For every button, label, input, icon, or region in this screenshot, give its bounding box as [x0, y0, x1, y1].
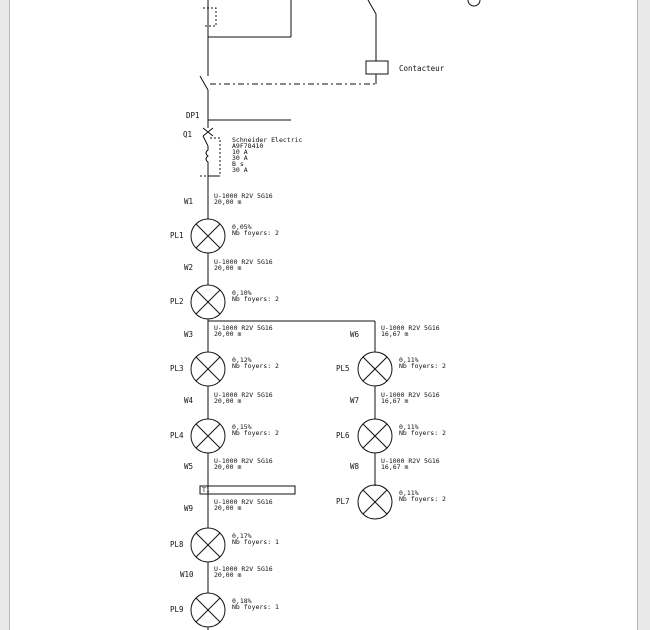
lamp-pl7[interactable]: [357, 484, 393, 520]
lamp-pl7-foyers: Nb foyers: 2: [399, 495, 446, 503]
cable-w3-label: W3: [184, 330, 193, 339]
lamp-pl4-foyers: Nb foyers: 2: [232, 429, 279, 437]
cable-w10-spec: U-1000 R2V 5G16: [214, 565, 273, 573]
lamp-pl6[interactable]: [357, 418, 393, 454]
lamp-pl4[interactable]: [190, 418, 226, 454]
lamp-pl6-foyers: Nb foyers: 2: [399, 429, 446, 437]
cable-w1-label: W1: [184, 197, 193, 206]
cable-w9-length: 20,00 m: [214, 504, 241, 512]
lamp-pl2[interactable]: [190, 284, 226, 320]
contactor-label: Contacteur: [399, 64, 445, 73]
cable-w3-spec: U-1000 R2V 5G16: [214, 324, 273, 332]
cable-w10-length: 20,00 m: [214, 571, 241, 579]
cable-w6-length: 16,67 m: [381, 330, 408, 338]
cable-w1-length: 20,00 m: [214, 198, 241, 206]
lamp-pl3-drop: 0,12%: [232, 356, 252, 364]
cable-w8-length: 16,67 m: [381, 463, 408, 471]
control-circuit: [199, 0, 481, 120]
lamp-pl7-drop: 0,11%: [399, 489, 419, 497]
cable-w6-label: W6: [350, 330, 360, 339]
right-window-border: [637, 0, 650, 630]
breaker-spec-curve: B s: [232, 160, 244, 168]
cable-w7-length: 16,67 m: [381, 397, 408, 405]
breaker-q1: [200, 120, 221, 184]
cable-w2-length: 20,00 m: [214, 264, 241, 272]
cable-w5-length: 20,00 m: [214, 463, 241, 471]
cable-w7-spec: U-1000 R2V 5G16: [381, 391, 440, 399]
lamp-pl8-foyers: Nb foyers: 1: [232, 538, 279, 546]
lamp-pl4-drop: 0,15%: [232, 423, 252, 431]
lamp-pl2-label: PL2: [170, 297, 184, 306]
cable-w2-spec: U-1000 R2V 5G16: [214, 258, 273, 266]
breaker-spec-other: 30 A: [232, 166, 248, 174]
cable-w5-label: W5: [184, 462, 193, 471]
breaker-spec-rating: 10 A: [232, 148, 248, 156]
lamp-pl2-foyers: Nb foyers: 2: [232, 295, 279, 303]
cable-w10-label: W10: [180, 570, 194, 579]
lamp-pl6-label: PL6: [336, 431, 350, 440]
cable-w8-label: W8: [350, 462, 360, 471]
cable-w9-label: W9: [184, 504, 193, 513]
junction-label: T1: [202, 486, 210, 494]
cable-w2-label: W2: [184, 263, 193, 272]
cable-w7-label: W7: [350, 396, 359, 405]
cable-w8-spec: U-1000 R2V 5G16: [381, 457, 440, 465]
lamp-pl7-label: PL7: [336, 497, 350, 506]
junction-t1: [199, 485, 296, 495]
cable-w4-length: 20,00 m: [214, 397, 241, 405]
lamp-pl8-label: PL8: [170, 540, 184, 549]
lamp-pl9-foyers: Nb foyers: 1: [232, 603, 279, 611]
lamp-pl9[interactable]: [190, 592, 226, 628]
dp1-label: DP1: [186, 111, 200, 120]
cable-w4-label: W4: [184, 396, 194, 405]
main-feeder: [207, 184, 376, 630]
lamp-pl5-label: PL5: [336, 364, 350, 373]
lamp-pl8[interactable]: [190, 527, 226, 563]
breaker-spec-sensitivity: 30 A: [232, 154, 248, 162]
breaker-spec-ref: A9F78410: [232, 142, 263, 150]
cable-w1-spec: U-1000 R2V 5G16: [214, 192, 273, 200]
cable-w9-spec: U-1000 R2V 5G16: [214, 498, 273, 506]
lamp-pl3-label: PL3: [170, 364, 184, 373]
lamp-pl1-foyers: Nb foyers: 2: [232, 229, 279, 237]
lamp-pl5-drop: 0,11%: [399, 356, 419, 364]
left-window-border: [0, 0, 10, 630]
q1-label: Q1: [183, 130, 192, 139]
lamp-pl5[interactable]: [357, 351, 393, 387]
lamp-pl1-label: PL1: [170, 231, 184, 240]
lamp-pl3[interactable]: [190, 351, 226, 387]
breaker-spec-brand: Schneider Electric: [232, 136, 303, 144]
cable-w3-length: 20,00 m: [214, 330, 241, 338]
lamp-pl9-drop: 0,18%: [232, 597, 252, 605]
lamp-pl3-foyers: Nb foyers: 2: [232, 362, 279, 370]
cable-w5-spec: U-1000 R2V 5G16: [214, 457, 273, 465]
lamp-pl5-foyers: Nb foyers: 2: [399, 362, 446, 370]
lamp-pl8-drop: 0,17%: [232, 532, 252, 540]
lamp-pl6-drop: 0,11%: [399, 423, 419, 431]
cable-w6-spec: U-1000 R2V 5G16: [381, 324, 440, 332]
lamp-pl1-drop: 0,05%: [232, 223, 252, 231]
lamp-pl9-label: PL9: [170, 605, 184, 614]
lamp-pl4-label: PL4: [170, 431, 184, 440]
cable-w4-spec: U-1000 R2V 5G16: [214, 391, 273, 399]
lamp-pl1[interactable]: [190, 218, 226, 254]
lamp-pl2-drop: 0,10%: [232, 289, 252, 297]
